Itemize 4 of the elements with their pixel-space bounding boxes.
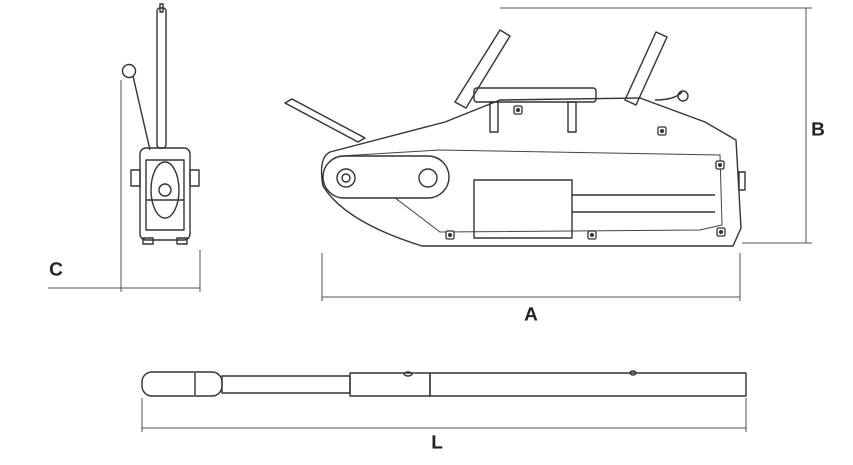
dimension-label: B	[811, 120, 825, 140]
dimension-label: L	[431, 434, 443, 452]
dimension-label: A	[524, 306, 538, 324]
dimension-label: C	[49, 260, 63, 280]
